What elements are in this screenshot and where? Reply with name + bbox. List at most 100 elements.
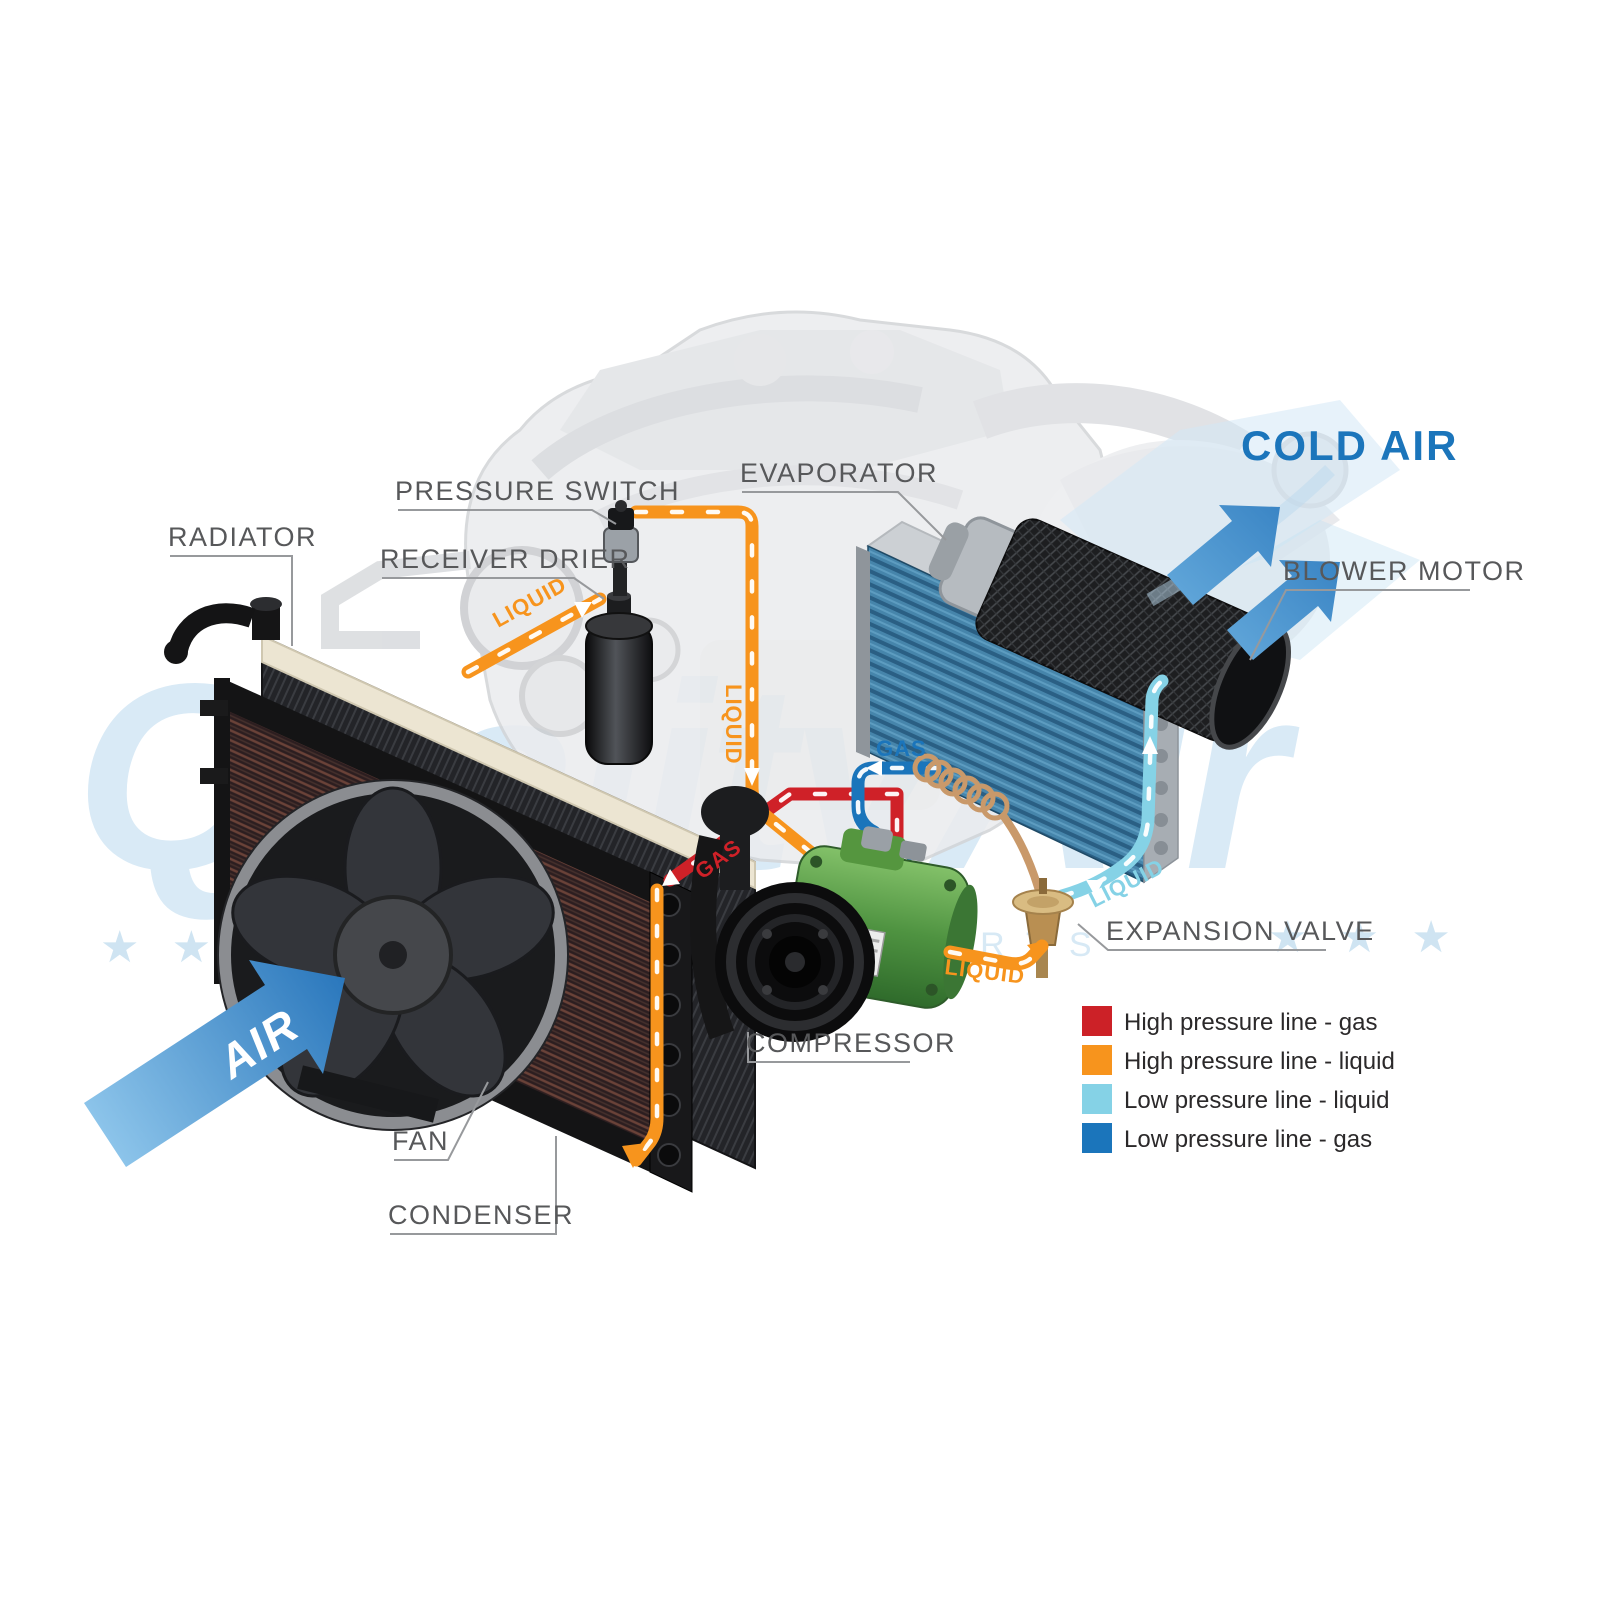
blower-motor-label: BLOWER MOTOR <box>1283 556 1526 586</box>
component-labels: RADIATOR PRESSURE SWITCH RECEIVER DRIER … <box>168 458 1526 1230</box>
expansion-valve-port <box>1039 878 1047 894</box>
evaporator-left-plate <box>856 546 870 758</box>
high-pressure-liquid-arrows <box>633 887 660 1163</box>
capillary-coil <box>912 753 1044 896</box>
liquid-arrowhead <box>1142 736 1158 754</box>
condenser-mount-tab <box>200 700 228 716</box>
radiator-top-tank <box>261 634 756 890</box>
compressor-fitting-2 <box>899 840 927 862</box>
radiator-label: RADIATOR <box>168 522 317 552</box>
fan-graphic <box>217 779 569 1131</box>
high-pressure-liquid-arrows <box>465 596 603 675</box>
air-arrow: AIR <box>84 960 345 1167</box>
legend-label-high-gas: High pressure line - gas <box>1124 1009 1377 1036</box>
pressure-switch-graphic <box>603 500 639 596</box>
cold-air-arrows: COLD AIR <box>1167 422 1458 660</box>
compressor-port-housing <box>701 786 769 838</box>
liquid-label-down: LIQUID <box>721 684 746 765</box>
coil-loop <box>966 783 996 813</box>
liquid-arrowhead-orange <box>1027 941 1044 958</box>
engine-hose-1 <box>531 375 923 480</box>
high-pressure-liquid-to-valve <box>943 939 1049 971</box>
leader-expansion-valve <box>1077 923 1326 951</box>
pulley-bolt <box>762 985 772 995</box>
legend-label-low-gas: Low pressure line - gas <box>1124 1126 1372 1153</box>
pressure-switch-terminal <box>615 500 627 512</box>
compressor-bolt <box>925 983 938 996</box>
compressor-bolt <box>944 879 957 892</box>
high-pressure-liquid-arrows <box>633 509 823 863</box>
liquid-arrowhead <box>1086 880 1104 896</box>
pulley-bolt <box>818 985 828 995</box>
blower-motor-graphic <box>928 465 1335 750</box>
legend-swatch-high-gas <box>1082 1006 1112 1036</box>
leader-fan <box>394 1081 489 1161</box>
watermark-stars-right: ★ ★ ★ <box>1268 913 1461 962</box>
legend-swatch-high-liquid <box>1082 1045 1112 1075</box>
engine-cap-1 <box>734 334 786 386</box>
pressure-switch-stem <box>613 560 627 596</box>
pulley-ring-outer <box>726 893 864 1031</box>
leader-pressure-switch <box>398 509 617 525</box>
radiator-hose-end <box>164 640 188 664</box>
airflow-swoosh-1 <box>1060 400 1400 600</box>
pulley-bolt <box>762 929 772 939</box>
compressor-port-stem <box>720 830 750 890</box>
legend-label-low-liquid: Low pressure line - liquid <box>1124 1087 1389 1114</box>
coil-loop <box>912 753 942 783</box>
receiver-drier-graphic <box>585 591 653 765</box>
low-pressure-gas-line-arrows <box>855 765 941 863</box>
receiver-drier-label: RECEIVER DRIER <box>380 544 631 574</box>
legend-swatch-low-gas <box>1082 1123 1112 1153</box>
liquid-arrowhead-orange <box>622 1143 646 1168</box>
legend-label-high-liquid: High pressure line - liquid <box>1124 1048 1395 1075</box>
pulley-hub <box>785 952 805 972</box>
cold-air-label: COLD AIR <box>1241 422 1458 469</box>
leader-condenser <box>390 1136 557 1235</box>
liquid-arrowhead <box>574 602 592 618</box>
coil-loop <box>938 767 968 797</box>
gas-arrowhead <box>662 869 680 886</box>
pulley-ring-inner <box>747 914 843 1010</box>
compressor-label: COMPRESSOR <box>746 1028 956 1058</box>
engine-left-bracket <box>321 551 471 649</box>
coil-loop <box>952 775 982 805</box>
blower-motor-cap <box>928 522 969 581</box>
evaporator-tube-end <box>1154 841 1168 855</box>
cold-air-arrow-2 <box>1227 560 1340 660</box>
expansion-valve-top <box>1027 896 1059 908</box>
evaporator-label: EVAPORATOR <box>740 458 938 488</box>
fan-bracket <box>297 1065 439 1123</box>
radiator-hose <box>168 603 256 653</box>
gas-label-low: GAS <box>876 736 927 761</box>
radiator-cap <box>250 597 282 611</box>
evaporator-tube-end <box>1154 781 1168 795</box>
engine-hose-2 <box>595 465 964 529</box>
leader-compressor <box>747 1032 910 1063</box>
gas-arrowhead <box>866 760 882 776</box>
leader-evaporator <box>742 491 947 541</box>
legend: High pressure line - gas High pressure l… <box>1082 1006 1395 1153</box>
air-arrow-shape <box>84 960 345 1167</box>
leader-receiver-drier <box>382 577 605 600</box>
pressure-switch-cap <box>608 508 634 530</box>
capillary-pipe <box>998 811 1044 896</box>
leader-radiator <box>170 555 293 646</box>
compressor-bolt <box>810 855 823 868</box>
fan-label: FAN <box>392 1126 449 1156</box>
legend-swatch-low-liquid <box>1082 1084 1112 1114</box>
high-pressure-liquid-arrows <box>947 943 1045 966</box>
evaporator-tube-end <box>1154 749 1168 763</box>
condenser-tube-end <box>657 1143 681 1167</box>
pulley-bolt <box>818 929 828 939</box>
drier-canister <box>585 621 653 765</box>
evaporator-tube-end <box>1154 813 1168 827</box>
expansion-valve-label: EXPANSION VALVE <box>1106 916 1375 946</box>
compressor-bracket <box>690 835 735 1040</box>
engine-cap-2 <box>850 330 894 374</box>
condenser-label: CONDENSER <box>388 1200 574 1230</box>
pressure-switch-label: PRESSURE SWITCH <box>395 476 680 506</box>
drier-dome <box>585 612 653 640</box>
leader-lines <box>170 491 1470 1235</box>
